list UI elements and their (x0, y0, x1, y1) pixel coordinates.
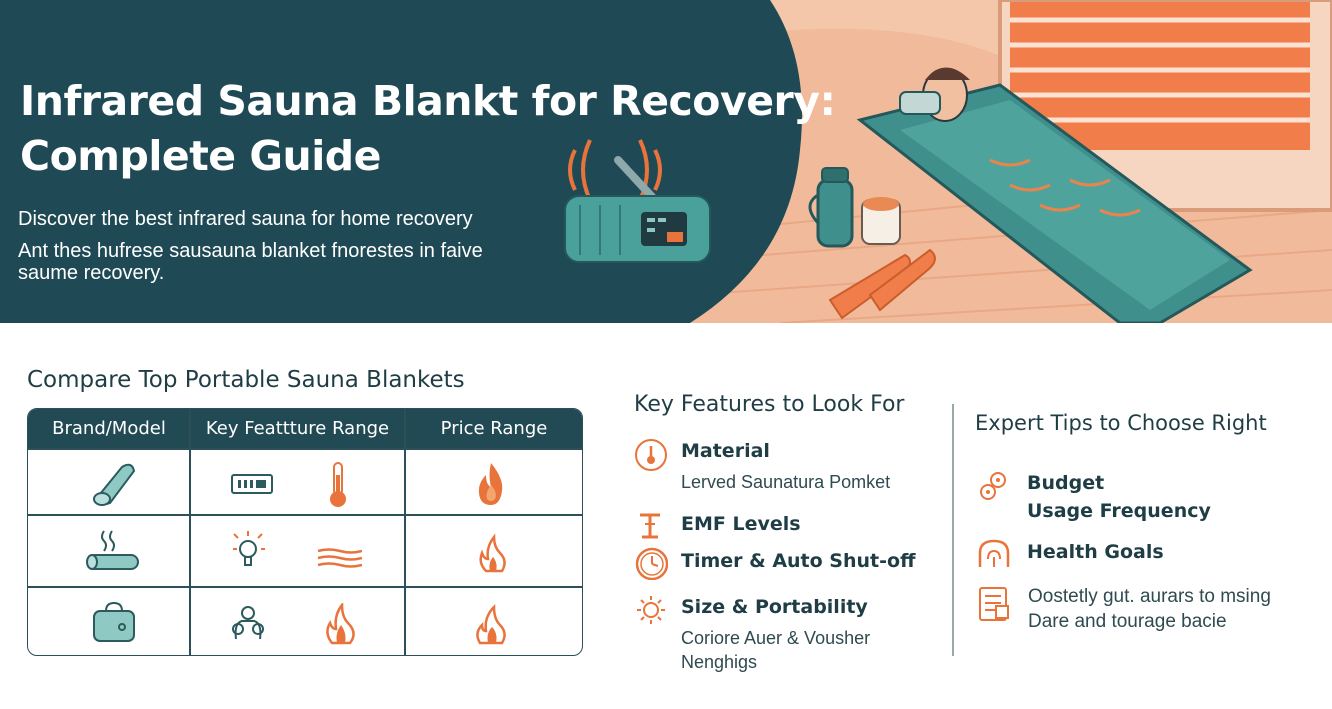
column-divider (404, 409, 406, 655)
flame-icon (478, 463, 503, 505)
tip-label: Health Goals (1027, 541, 1164, 563)
feature-label: Timer & Auto Shut-off (681, 550, 916, 572)
flame-icon (479, 533, 506, 573)
heat-waves-icon (317, 548, 362, 568)
table-header: Brand/Model Key Feattture Range Price Ra… (28, 409, 582, 448)
tip-label: Budget (1027, 472, 1105, 494)
person-icon (232, 606, 264, 640)
compare-title: Compare Top Portable Sauna Blankets (27, 367, 465, 393)
checklist-icon (979, 587, 1009, 621)
subtitle-line1: Discover the best infrared sauna for hom… (18, 208, 473, 230)
tip-desc: Oostetly gut. aurars to msing (1028, 586, 1271, 607)
flame-icon (476, 603, 506, 645)
page-title-line1: Infrared Sauna Blankt for Recovery: (20, 77, 836, 125)
thermometer-icon (330, 462, 346, 507)
feature-label: EMF Levels (681, 513, 801, 535)
portable-controller-icon (564, 139, 711, 263)
tips-title: Expert Tips to Choose Right (975, 411, 1267, 435)
infrared-bulb-icon (233, 531, 265, 566)
sauna-blanket-person-icon (856, 67, 1253, 323)
tip-label: Usage Frequency (1027, 500, 1211, 522)
thermos-icon (808, 167, 901, 248)
flame-icon (326, 603, 355, 645)
row-divider (28, 586, 582, 588)
features-title: Key Features to Look For (634, 392, 905, 417)
thermometer-icon (635, 439, 667, 471)
header-brand: Brand/Model (52, 418, 166, 439)
column-divider (189, 409, 191, 655)
budget-gears-icon (980, 472, 1006, 500)
sun-icon (637, 596, 665, 624)
health-hands-icon (978, 539, 1010, 567)
page-title: Infrared Sauna Blankt for Recovery: Comp… (20, 74, 836, 184)
control-panel-icon (231, 474, 273, 494)
tip-desc: Dare and tourage bacie (1028, 611, 1227, 632)
column-divider (952, 404, 954, 656)
page-title-line2: Complete Guide (20, 132, 381, 180)
row-divider (28, 514, 582, 516)
hero-subtitle: Discover the best infrared sauna for hom… (18, 208, 538, 284)
emf-shield-icon (640, 513, 660, 539)
header-feature: Key Feattture Range (205, 418, 390, 439)
subtitle-line2: Ant thes hufrese sausauna blanket fnores… (18, 240, 483, 262)
slippers-icon (828, 248, 936, 320)
hero-illustration (0, 0, 1332, 323)
feature-desc: Nenghigs (681, 652, 758, 672)
hero-banner: Infrared Sauna Blankt for Recovery: Comp… (0, 0, 1332, 323)
subtitle-line3: saume recovery. (18, 262, 165, 284)
rolled-blanket-icon (93, 463, 136, 506)
row-divider (28, 448, 582, 450)
feature-label: Size & Portability (681, 596, 868, 618)
carry-bag-icon (93, 601, 135, 642)
header-price: Price Range (440, 418, 548, 439)
timer-icon (635, 547, 668, 580)
comparison-table: Brand/Model Key Feattture Range Price Ra… (27, 408, 583, 656)
feature-desc: Lerved Saunatura Pomket (681, 472, 891, 492)
feature-desc: Coriore Auer & Vousher (681, 628, 871, 648)
heated-blanket-icon (86, 530, 139, 570)
feature-label: Material (681, 440, 770, 462)
